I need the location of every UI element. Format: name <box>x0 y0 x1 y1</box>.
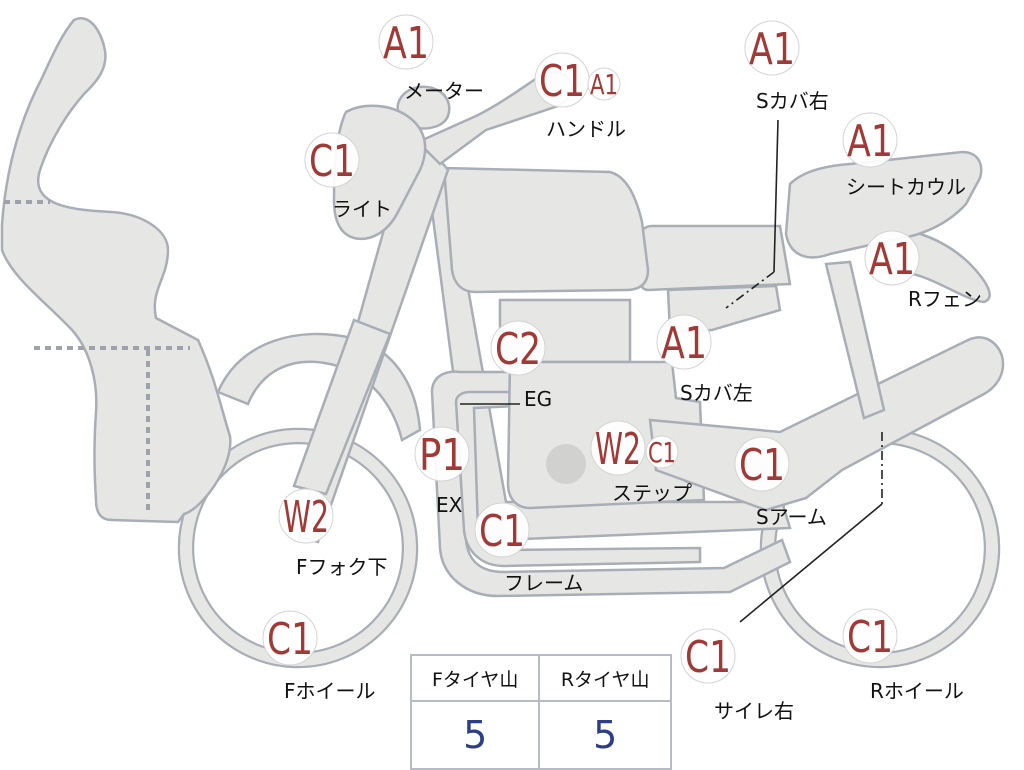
leader-lines <box>460 119 883 623</box>
code-badge <box>656 314 712 370</box>
sub-condition-code: C1 <box>648 436 676 469</box>
rear-tire-tread-value: 5 <box>538 700 672 770</box>
part-label: ハンドル <box>546 117 626 141</box>
code-badge <box>378 14 434 70</box>
part-label: EX <box>436 493 463 517</box>
sub-code-badge <box>645 435 679 469</box>
sub-condition-code: A1 <box>590 68 618 101</box>
callout-silencer-right: C1 サイレ右 <box>680 628 794 723</box>
code-badge <box>744 20 800 76</box>
code-badge <box>414 426 470 482</box>
seat <box>638 224 792 292</box>
fuel-tank <box>442 166 650 294</box>
part-label: ライト <box>332 197 392 221</box>
condition-code: W2 <box>595 424 641 475</box>
condition-code: A1 <box>749 24 795 75</box>
code-badge <box>590 420 646 476</box>
rear-tire-tread-header: Rタイヤ山 <box>538 654 672 702</box>
condition-code: C1 <box>267 614 313 665</box>
part-label: サイレ右 <box>714 699 794 723</box>
front-fairing <box>0 17 232 524</box>
part-label: Sカバ右 <box>756 89 829 113</box>
code-badge <box>842 608 898 664</box>
condition-code: C1 <box>847 612 893 663</box>
condition-code: A1 <box>383 18 429 69</box>
part-label: メーター <box>404 79 484 103</box>
front-fork-lower <box>292 318 392 496</box>
callout-meter: A1 メーター <box>378 14 484 103</box>
condition-code: C1 <box>539 56 585 107</box>
code-badge <box>680 628 736 684</box>
condition-code: A1 <box>869 234 915 285</box>
part-label: EG <box>524 387 552 411</box>
code-badge <box>864 230 920 286</box>
condition-code: C1 <box>309 136 355 187</box>
part-label: シートカウル <box>846 175 966 199</box>
callout-frame: C1 フレーム <box>474 502 583 595</box>
part-label: フレーム <box>504 571 583 595</box>
front-tire-tread-value: 5 <box>409 700 541 770</box>
code-badge <box>490 320 546 376</box>
front-tire-tread-header: Fタイヤ山 <box>409 654 541 702</box>
tire-tread-table: Fタイヤ山 Rタイヤ山 5 5 <box>409 654 672 770</box>
condition-code: C1 <box>479 506 525 557</box>
code-badge <box>262 610 318 666</box>
callout-headlight: C1 ライト <box>304 132 392 221</box>
code-badge <box>304 132 360 188</box>
condition-code: C1 <box>685 632 731 683</box>
part-label: Sアーム <box>756 505 827 529</box>
rear-stay <box>824 260 886 420</box>
part-label: Rホイール <box>870 679 964 703</box>
condition-code: W2 <box>283 492 329 543</box>
condition-code: A1 <box>661 318 707 369</box>
condition-code: P1 <box>419 430 465 481</box>
code-badge <box>474 502 530 558</box>
sub-code-badge <box>587 67 621 101</box>
part-label: Fフォク下 <box>296 555 388 579</box>
callout-seat-cowl: A1 シートカウル <box>842 112 966 199</box>
code-badge <box>842 112 898 168</box>
part-label: Rフェン <box>908 287 982 311</box>
part-label: ステップ <box>612 481 692 505</box>
part-label: Sカバ左 <box>680 381 753 405</box>
part-label: Fホイール <box>284 679 376 703</box>
condition-code: C2 <box>495 324 541 375</box>
code-badge <box>278 488 334 544</box>
seat-cowl <box>784 150 983 259</box>
code-badge <box>734 436 790 492</box>
condition-code: A1 <box>847 116 893 167</box>
fairing-panel-lines <box>4 200 190 512</box>
condition-code: C1 <box>739 440 785 491</box>
